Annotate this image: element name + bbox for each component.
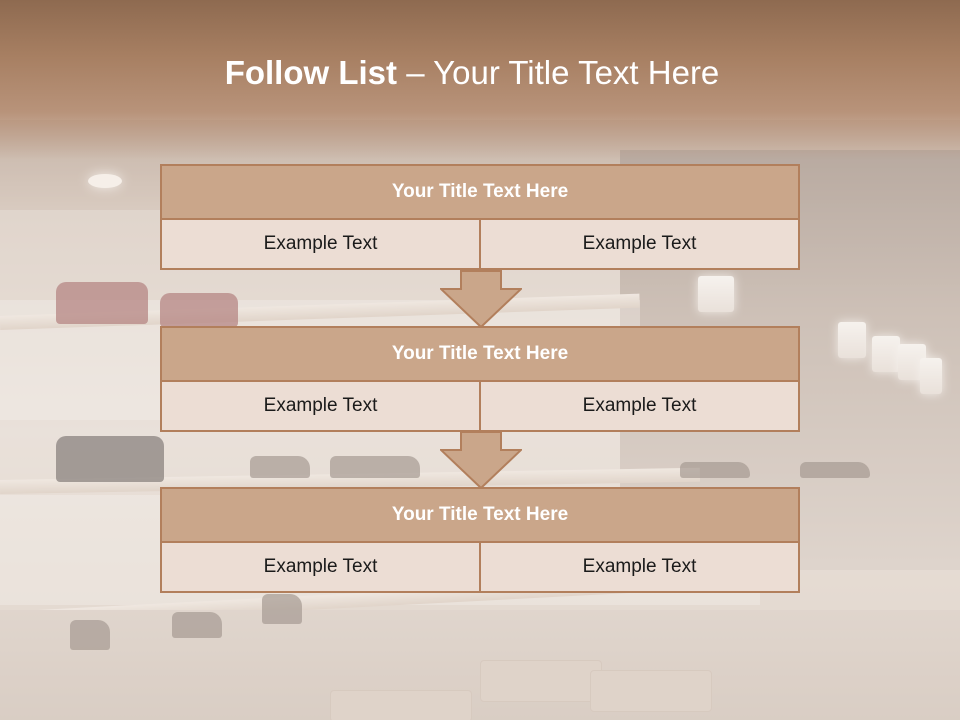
- step-title: Your Title Text Here: [160, 326, 800, 382]
- step-right-text: Example Text: [479, 220, 798, 268]
- step-left-text: Example Text: [162, 543, 479, 591]
- step-right-text: Example Text: [479, 382, 798, 430]
- step-row: Example Text Example Text: [160, 382, 800, 432]
- step-row: Example Text Example Text: [160, 543, 800, 593]
- slide-title: Follow List – Your Title Text Here: [0, 54, 944, 92]
- flow-step-2: Your Title Text Here Example Text Exampl…: [160, 326, 800, 432]
- header-band: [0, 0, 960, 160]
- slide-title-bold: Follow List: [224, 54, 398, 91]
- flow-step-3: Your Title Text Here Example Text Exampl…: [160, 487, 800, 593]
- down-arrow-icon: [440, 431, 522, 489]
- step-left-text: Example Text: [162, 382, 479, 430]
- step-title: Your Title Text Here: [160, 487, 800, 543]
- slide-title-rest: – Your Title Text Here: [397, 54, 720, 91]
- step-title: Your Title Text Here: [160, 164, 800, 220]
- step-right-text: Example Text: [479, 543, 798, 591]
- step-left-text: Example Text: [162, 220, 479, 268]
- down-arrow-icon: [440, 270, 522, 328]
- flow-step-1: Your Title Text Here Example Text Exampl…: [160, 164, 800, 270]
- step-row: Example Text Example Text: [160, 220, 800, 270]
